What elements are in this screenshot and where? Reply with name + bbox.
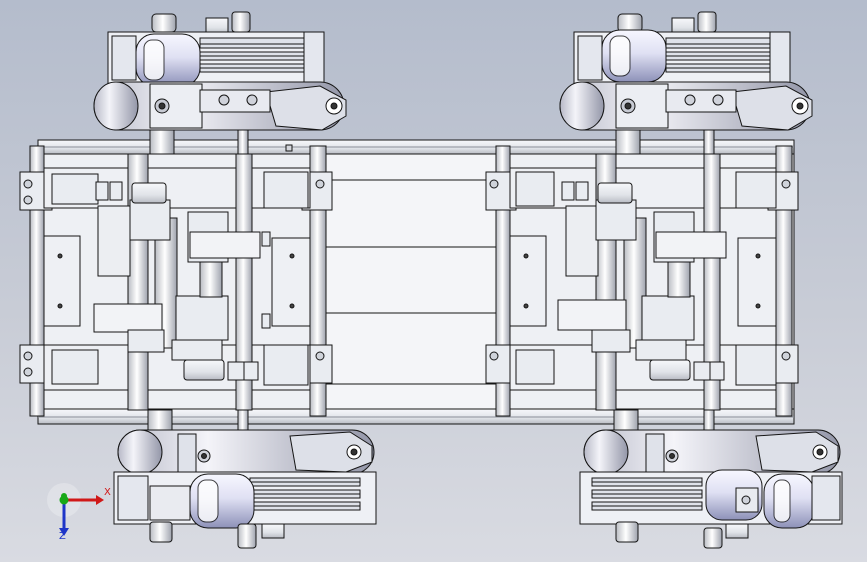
left-drive-module (19, 145, 333, 417)
triad-x-label: X (104, 487, 111, 498)
frame-fastener (285, 144, 293, 152)
wheel-module-top-left (93, 11, 347, 131)
axis-triad-icon (47, 483, 104, 536)
wheel-module-bottom-right (579, 429, 843, 549)
wheel-module-bottom-left (113, 429, 377, 549)
wheel-module-top-right (559, 11, 813, 131)
triad-z-label: Z (59, 531, 66, 542)
orientation-triad[interactable]: X Z (44, 482, 114, 544)
right-drive-module (485, 145, 799, 417)
